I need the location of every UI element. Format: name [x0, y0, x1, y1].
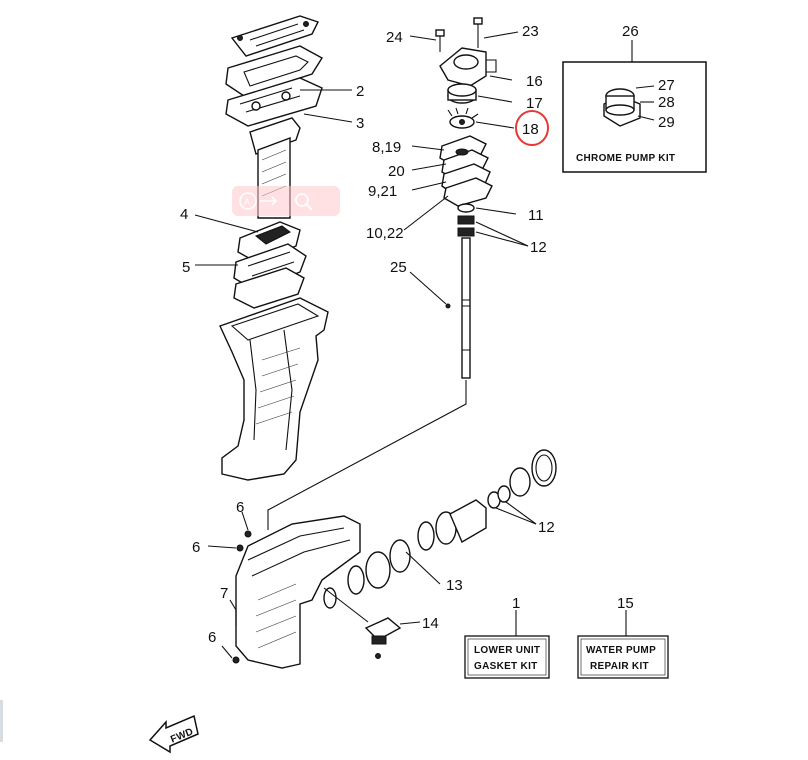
callout-29: 29	[658, 114, 675, 131]
callout-16: 16	[526, 73, 543, 90]
callout-5: 5	[182, 259, 190, 276]
lower-unit-gasket-kit-box	[464, 635, 550, 679]
callout-6-top: 6	[236, 499, 244, 516]
bolt-24	[435, 29, 445, 52]
callout-7: 7	[220, 585, 228, 602]
callout-20: 20	[388, 163, 405, 180]
callout-9-21: 9,21	[368, 183, 397, 200]
anode-14	[364, 617, 402, 659]
callout-27: 27	[658, 77, 675, 94]
gasket-4	[237, 221, 301, 263]
callout-15: 15	[617, 595, 634, 612]
callout-12-top: 12	[530, 239, 547, 256]
callout-26: 26	[622, 23, 639, 40]
callout-3: 3	[356, 115, 364, 132]
prop-shaft-parts	[347, 449, 557, 595]
callout-1: 1	[512, 595, 520, 612]
drive-shaft-25	[445, 237, 471, 379]
bearings-12-top	[457, 215, 475, 237]
callout-28: 28	[658, 94, 675, 111]
impeller-18	[447, 107, 479, 129]
insert-17	[447, 83, 477, 104]
upper-casing	[219, 297, 329, 481]
pump-housing-16	[439, 47, 497, 87]
gearcase	[235, 515, 361, 669]
callout-12-bottom: 12	[538, 519, 555, 536]
callout-10-22: 10,22	[366, 225, 404, 242]
callout-11: 11	[528, 207, 544, 224]
water-pump-repair-kit-box	[577, 635, 669, 679]
callout-6-mid: 6	[192, 539, 200, 556]
chrome-pump-kit-label: CHROME PUMP KIT	[576, 153, 675, 164]
water-pump-kit-line2: REPAIR KIT	[590, 661, 649, 672]
translate-icon[interactable]: A	[238, 191, 286, 211]
window-edge	[0, 700, 3, 742]
callout-25: 25	[390, 259, 407, 276]
callout-17: 17	[526, 95, 543, 112]
lower-unit-kit-line2: GASKET KIT	[474, 661, 538, 672]
callout-8-19: 8,19	[372, 139, 401, 156]
callout-6-bottom: 6	[208, 629, 216, 646]
gasket-3	[225, 77, 323, 127]
lower-unit-kit-line1: LOWER UNIT	[474, 645, 540, 656]
callout-18: 18	[522, 121, 539, 138]
callout-2: 2	[356, 83, 364, 100]
svg-text:A: A	[244, 197, 250, 207]
top-gasket-plate	[230, 15, 319, 57]
gasket-5	[233, 243, 307, 309]
zoom-icon[interactable]	[292, 191, 316, 211]
callout-24: 24	[386, 29, 403, 46]
callout-13: 13	[446, 577, 463, 594]
image-tool-overlay[interactable]: A	[232, 186, 340, 216]
gasket-2	[225, 45, 323, 97]
bolt-23	[473, 17, 483, 48]
chrome-pump-assembly	[603, 88, 641, 127]
callout-18-highlight	[515, 110, 549, 146]
fwd-arrow-icon: FWD	[148, 714, 199, 754]
callout-14: 14	[422, 615, 439, 632]
callout-23: 23	[522, 23, 539, 40]
screws-6-7	[232, 530, 252, 664]
water-pump-kit-line1: WATER PUMP	[586, 645, 656, 656]
plates-19-22	[439, 135, 493, 207]
callout-4: 4	[180, 206, 188, 223]
oring-11	[457, 203, 475, 213]
